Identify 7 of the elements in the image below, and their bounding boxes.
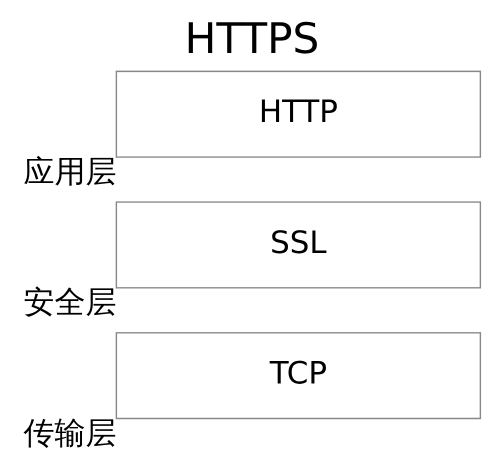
diagram-title: HTTPS <box>184 14 320 64</box>
node-box: HTTP <box>116 70 482 158</box>
node-box: TCP <box>116 332 482 420</box>
node-label: 安全层 <box>24 284 116 321</box>
node-box: SSL <box>116 201 482 289</box>
node-label: 传输层 <box>24 415 116 452</box>
node-label: 应用层 <box>24 154 116 190</box>
